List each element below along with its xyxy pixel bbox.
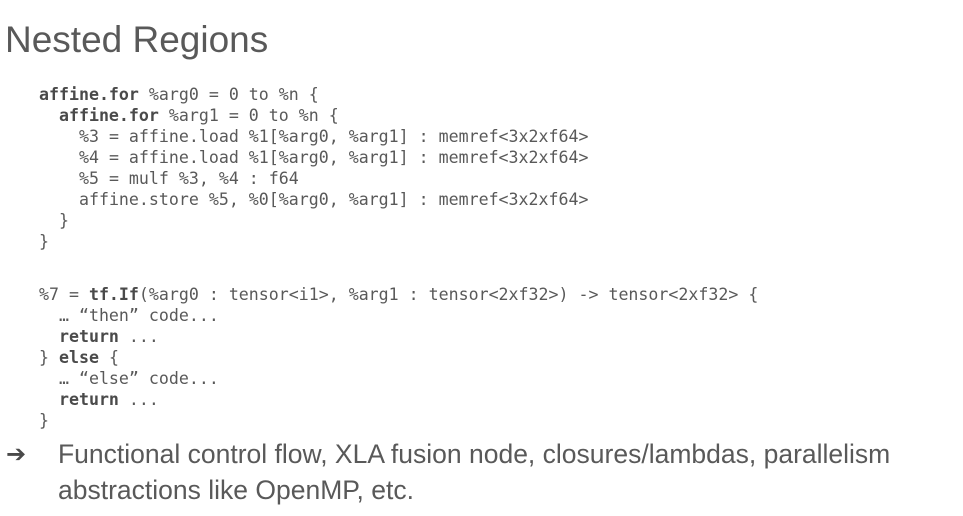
code-line: %3 = affine.load %1[%arg0, %arg1] : memr… [78, 127, 589, 146]
slide-title: Nested Regions [5, 19, 269, 60]
code-keyword: affine.for [58, 106, 159, 125]
code-line: %5 = mulf %3, %4 : f64 [78, 169, 299, 188]
code-line: } [58, 211, 69, 230]
code-keyword: return [58, 390, 119, 409]
code-line: … “then” code... [39, 306, 219, 325]
affine-for-code-block: affine.for %arg0 = 0 to %n { affine.for … [39, 84, 588, 252]
code-line: return ... [58, 390, 159, 409]
code-line: } else { [39, 348, 119, 367]
arrow-right-icon: ➔ [6, 440, 27, 468]
code-keyword: return [58, 327, 119, 346]
code-keyword: else [58, 348, 99, 367]
code-line: affine.for %arg1 = 0 to %n { [58, 106, 339, 125]
code-keyword: affine.for [39, 85, 139, 104]
code-line: affine.store %5, %0[%arg0, %arg1] : memr… [78, 190, 589, 209]
code-line: %7 = tf.If(%arg0 : tensor<i1>, %arg1 : t… [39, 285, 759, 304]
code-line: } [39, 411, 49, 430]
code-line: … “else” code... [39, 369, 219, 388]
code-line: affine.for %arg0 = 0 to %n { [39, 85, 319, 104]
bullet-point: ➔ Functional control flow, XLA fusion no… [6, 436, 946, 508]
code-line: %4 = affine.load %1[%arg0, %arg1] : memr… [78, 148, 589, 167]
code-keyword: tf.If [88, 285, 139, 304]
bullet-text: Functional control flow, XLA fusion node… [58, 439, 891, 505]
tf-if-code-block: %7 = tf.If(%arg0 : tensor<i1>, %arg1 : t… [39, 284, 758, 431]
code-line: } [39, 232, 49, 251]
code-line: return ... [58, 327, 159, 346]
